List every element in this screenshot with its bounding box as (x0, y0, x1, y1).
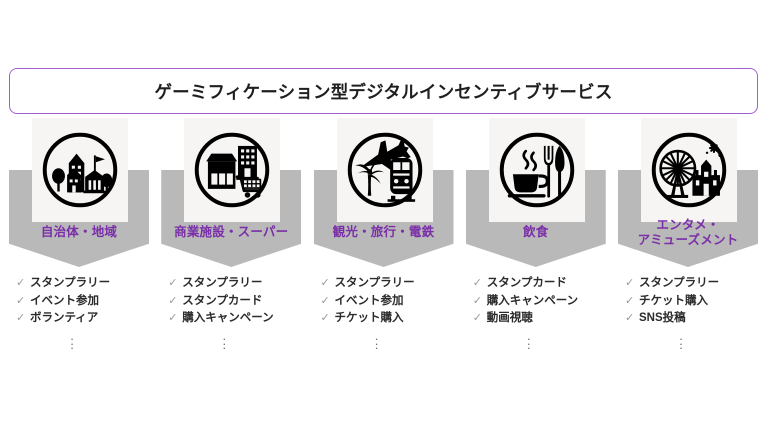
list-item-label: スタンプラリー (639, 277, 720, 289)
list-item-label: 動画視聴 (486, 312, 533, 324)
check-icon: ✓ (320, 294, 330, 307)
more-items-ellipsis-icon: ... (222, 328, 227, 352)
list-item-label: スタンプカード (182, 294, 263, 307)
list-item-label: 購入キャンペーン (486, 294, 579, 307)
check-icon: ✓ (625, 312, 635, 324)
category-label-line: 飲食 (523, 225, 549, 239)
check-icon: ✓ (16, 312, 26, 324)
service-title-banner: ゲーミフィケーション型デジタルインセンティブサービス (9, 68, 758, 114)
category-label-line: 商業施設・スーパー (174, 225, 289, 239)
icon-plate (641, 118, 737, 222)
list-item-label: 購入キャンペーン (182, 312, 274, 324)
icon-plate (336, 118, 433, 222)
city-buildings-icon (37, 127, 123, 213)
page-title: ゲーミフィケーション型デジタルインセンティブサービス (154, 81, 613, 102)
feature-checklist: ✓ スタンプラリー ✓ チケット購入 ✓ SNS投稿 ... (625, 276, 765, 352)
check-icon: ✓ (168, 312, 178, 324)
list-item-label: ボランティア (30, 312, 99, 324)
category-label: エンタメ・ アミューズメント (615, 218, 761, 248)
list-item: ✓ ボランティア (16, 311, 156, 326)
store-shopping-cart-icon (189, 127, 275, 213)
list-item-label: チケット購入 (334, 312, 404, 324)
category-label: 自治体・地域 (6, 225, 152, 240)
check-icon: ✓ (320, 277, 330, 289)
category-columns: 自治体・地域 ✓ スタンプラリー ✓ イベント参加 ✓ ボランティア ... (0, 118, 767, 368)
airplane-train-palm-icon (342, 127, 428, 213)
coffee-fork-knife-icon (494, 127, 580, 213)
check-icon: ✓ (625, 277, 635, 289)
list-item-label: チケット購入 (639, 294, 708, 307)
icon-plate (184, 118, 281, 222)
category-column-local-government[interactable]: 自治体・地域 ✓ スタンプラリー ✓ イベント参加 ✓ ボランティア ... (6, 118, 152, 368)
list-item: ✓ 購入キャンペーン (473, 294, 613, 309)
feature-checklist: ✓ スタンプカード ✓ 購入キャンペーン ✓ 動画視聴 ... (473, 276, 613, 352)
list-item: ✓ 購入キャンペーン (168, 311, 308, 326)
list-item: ✓ 動画視聴 (473, 311, 613, 326)
feature-checklist: ✓ スタンプラリー ✓ イベント参加 ✓ ボランティア ... (16, 276, 156, 352)
list-item: ✓ イベント参加 (16, 294, 156, 309)
category-label-line: エンタメ・ (656, 218, 720, 232)
check-icon: ✓ (168, 294, 178, 307)
check-icon: ✓ (625, 294, 635, 307)
check-icon: ✓ (472, 294, 482, 307)
icon-plate (32, 118, 128, 222)
category-label-line: アミューズメント (637, 233, 739, 247)
list-item: ✓ スタンプカード (168, 294, 308, 309)
category-column-food-and-drink[interactable]: 飲食 ✓ スタンプカード ✓ 購入キャンペーン ✓ 動画視聴 ... (463, 118, 609, 368)
check-icon: ✓ (472, 277, 482, 289)
list-item: ✓ スタンプカード (473, 276, 613, 291)
category-label: 飲食 (463, 225, 609, 240)
list-item: ✓ チケット購入 (625, 294, 765, 309)
category-label-line: 観光・旅行・電鉄 (332, 225, 435, 239)
list-item: ✓ スタンプラリー (168, 276, 308, 291)
more-items-ellipsis-icon: ... (374, 328, 379, 352)
feature-checklist: ✓ スタンプラリー ✓ スタンプカード ✓ 購入キャンペーン ... (168, 276, 308, 352)
list-item-label: スタンプカード (486, 277, 567, 289)
category-label: 観光・旅行・電鉄 (311, 225, 457, 240)
category-column-entertainment-amusement[interactable]: エンタメ・ アミューズメント ✓ スタンプラリー ✓ チケット購入 ✓ SNS投… (615, 118, 761, 368)
list-item: ✓ チケット購入 (321, 311, 461, 326)
ferris-wheel-castle-icon (646, 127, 732, 213)
check-icon: ✓ (16, 277, 26, 289)
list-item-label: スタンプラリー (182, 277, 263, 289)
list-item: ✓ スタンプラリー (321, 276, 461, 291)
list-item-label: スタンプラリー (30, 277, 111, 289)
list-item: ✓ イベント参加 (321, 294, 461, 309)
check-icon: ✓ (320, 312, 330, 324)
category-label: 商業施設・スーパー (158, 225, 304, 240)
icon-plate (488, 118, 585, 222)
feature-checklist: ✓ スタンプラリー ✓ イベント参加 ✓ チケット購入 ... (321, 276, 461, 352)
category-column-commercial-facility[interactable]: 商業施設・スーパー ✓ スタンプラリー ✓ スタンプカード ✓ 購入キャンペーン… (158, 118, 304, 368)
more-items-ellipsis-icon: ... (70, 328, 74, 352)
more-items-ellipsis-icon: ... (679, 328, 683, 352)
more-items-ellipsis-icon: ... (526, 328, 531, 352)
list-item: ✓ スタンプラリー (16, 276, 156, 291)
list-item-label: SNS投稿 (639, 312, 686, 324)
list-item-label: イベント参加 (334, 294, 404, 307)
list-item-label: スタンプラリー (334, 277, 415, 289)
list-item-label: イベント参加 (30, 294, 99, 307)
category-column-tourism-travel-railway[interactable]: 観光・旅行・電鉄 ✓ スタンプラリー ✓ イベント参加 ✓ チケット購入 ... (311, 118, 457, 368)
check-icon: ✓ (472, 312, 482, 324)
check-icon: ✓ (168, 277, 178, 289)
check-icon: ✓ (16, 294, 26, 307)
list-item: ✓ SNS投稿 (625, 311, 765, 326)
category-label-line: 自治体・地域 (40, 225, 118, 239)
list-item: ✓ スタンプラリー (625, 276, 765, 291)
